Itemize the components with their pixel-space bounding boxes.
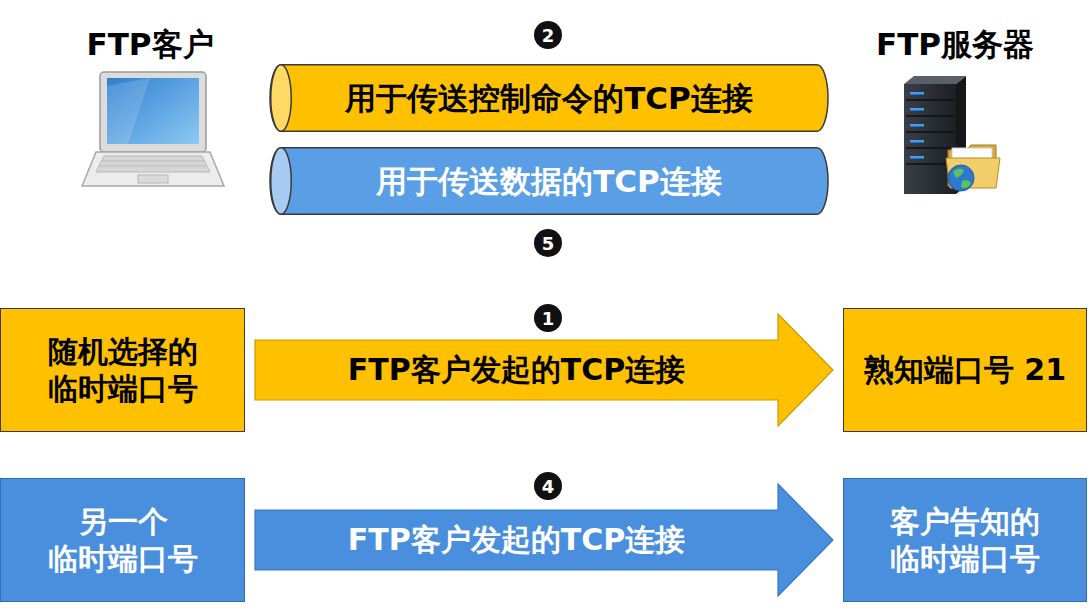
cylinder-end xyxy=(271,65,292,132)
connection-label: FTP客户发起的TCP连接 xyxy=(255,340,778,400)
callout-number: 2 xyxy=(534,21,562,49)
cylinder-body xyxy=(270,65,828,132)
host-heading: FTP客户 xyxy=(86,24,213,66)
folder-globe-icon xyxy=(946,145,1000,191)
callout-number: 4 xyxy=(534,472,562,500)
callout-number: 5 xyxy=(534,229,562,257)
control-connection-pipe: 用于传送控制命令的TCP连接 xyxy=(270,64,828,132)
node-text: 随机选择的 临时端口号 xyxy=(13,333,232,408)
node-text: 熟知端口号 21 xyxy=(864,351,1066,389)
port-box: 熟知端口号 21 xyxy=(843,308,1087,432)
cylinder-end xyxy=(271,148,292,215)
port-box: 随机选择的 临时端口号 xyxy=(0,308,245,432)
server-icon xyxy=(904,76,966,194)
data-connection-pipe: 用于传送数据的TCP连接 xyxy=(270,147,828,215)
block-arrow xyxy=(255,484,833,596)
node-text: 另一个 临时端口号 xyxy=(13,503,232,578)
callout-number: 1 xyxy=(534,304,562,332)
node-text: 用于传送控制命令的TCP连接 xyxy=(345,79,753,118)
connection-label: FTP客户发起的TCP连接 xyxy=(255,510,778,570)
node-text: 用于传送数据的TCP连接 xyxy=(376,162,722,201)
port-box: 客户告知的 临时端口号 xyxy=(843,478,1087,602)
node-text: 客户告知的 临时端口号 xyxy=(856,503,1074,578)
laptop-icon xyxy=(82,72,224,186)
cylinder-body xyxy=(270,148,828,215)
port-box: 另一个 临时端口号 xyxy=(0,478,245,602)
host-heading: FTP服务器 xyxy=(876,24,1034,66)
